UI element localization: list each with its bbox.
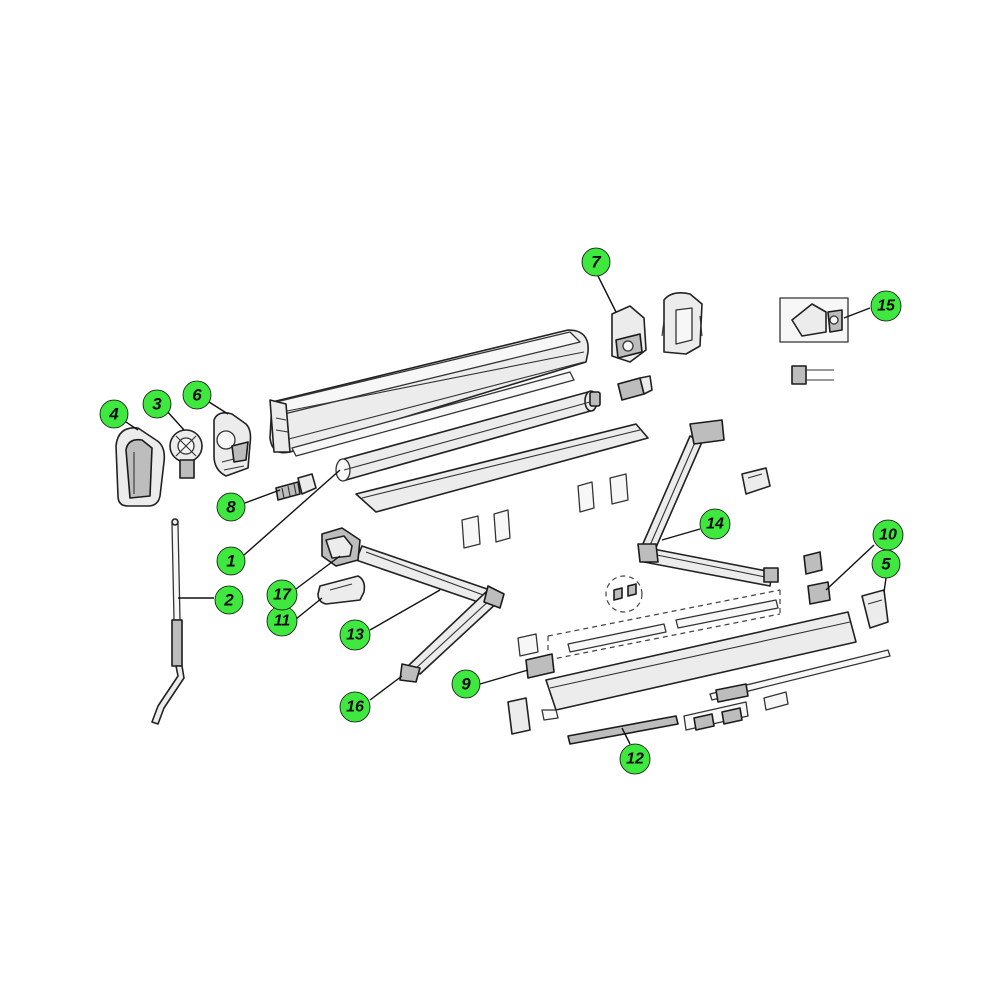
- roller-tube-drawing: [335, 390, 601, 482]
- left-folding-arm-drawing: [355, 545, 505, 683]
- svg-text:2: 2: [223, 591, 234, 610]
- callout-3: 3: [142, 389, 172, 419]
- svg-text:5: 5: [881, 555, 891, 574]
- callout-8: 8: [216, 492, 246, 522]
- callout-11: 11: [266, 605, 298, 637]
- callout-17: 17: [266, 579, 298, 611]
- svg-text:9: 9: [461, 675, 471, 694]
- shoulder-joint-drawing: [321, 527, 361, 567]
- svg-text:17: 17: [273, 587, 292, 604]
- front-bar-left-cover: [507, 697, 531, 735]
- gearbox-housing-drawing: [611, 292, 703, 363]
- callout-5: 5: [871, 549, 901, 579]
- svg-text:1: 1: [226, 552, 235, 571]
- front-bar-end-cap-drawing: [861, 589, 889, 629]
- svg-text:8: 8: [226, 498, 236, 517]
- callout-4: 4: [99, 399, 129, 429]
- lower-rod: [709, 649, 891, 711]
- callout-7: 7: [581, 247, 611, 277]
- svg-text:6: 6: [192, 386, 202, 405]
- callout-6: 6: [182, 380, 212, 410]
- svg-text:13: 13: [346, 627, 364, 644]
- svg-text:10: 10: [879, 527, 897, 544]
- callout-14: 14: [699, 508, 731, 540]
- callout-15: 15: [870, 290, 902, 322]
- callout-12: 12: [619, 743, 651, 775]
- svg-text:16: 16: [346, 699, 364, 716]
- arm-mount-clip-drawing: [803, 551, 831, 605]
- callouts: 1 2 3 4 5 6 7 8: [99, 247, 904, 775]
- front-lead-rail: [541, 611, 857, 721]
- left-end-bracket-drawing: [213, 412, 252, 477]
- rear-channel: [291, 371, 575, 457]
- tension-rod-drawing: [567, 701, 749, 745]
- arm-cover-drawing: [317, 575, 366, 605]
- right-folding-arm-drawing: [637, 419, 779, 587]
- support-clips: [461, 473, 629, 549]
- cassette-housing: [269, 329, 589, 454]
- callout-16: 16: [339, 691, 371, 723]
- callout-9: 9: [451, 669, 481, 699]
- svg-text:3: 3: [152, 395, 162, 414]
- svg-text:11: 11: [274, 613, 291, 630]
- svg-text:14: 14: [706, 516, 724, 533]
- callout-10: 10: [872, 519, 904, 551]
- callout-1: 1: [216, 546, 246, 576]
- parts-drawing: [115, 292, 891, 745]
- gearbox-coupling: [617, 375, 653, 401]
- left-end-cover-drawing: [115, 427, 166, 507]
- wall-bracket-kit-drawing: [779, 297, 849, 385]
- end-cap-bearing-drawing: [169, 429, 203, 479]
- crank-handle-drawing: [151, 518, 185, 725]
- callout-13: 13: [339, 619, 371, 651]
- front-bar-connector-drawing: [517, 633, 555, 679]
- svg-text:4: 4: [108, 405, 119, 424]
- svg-text:15: 15: [877, 298, 896, 315]
- svg-text:7: 7: [591, 253, 602, 272]
- right-arm-cover: [741, 467, 771, 495]
- spring-plug-drawing: [275, 473, 317, 501]
- svg-text:12: 12: [626, 751, 644, 768]
- valance-bar: [355, 423, 649, 513]
- callout-2: 2: [214, 585, 244, 615]
